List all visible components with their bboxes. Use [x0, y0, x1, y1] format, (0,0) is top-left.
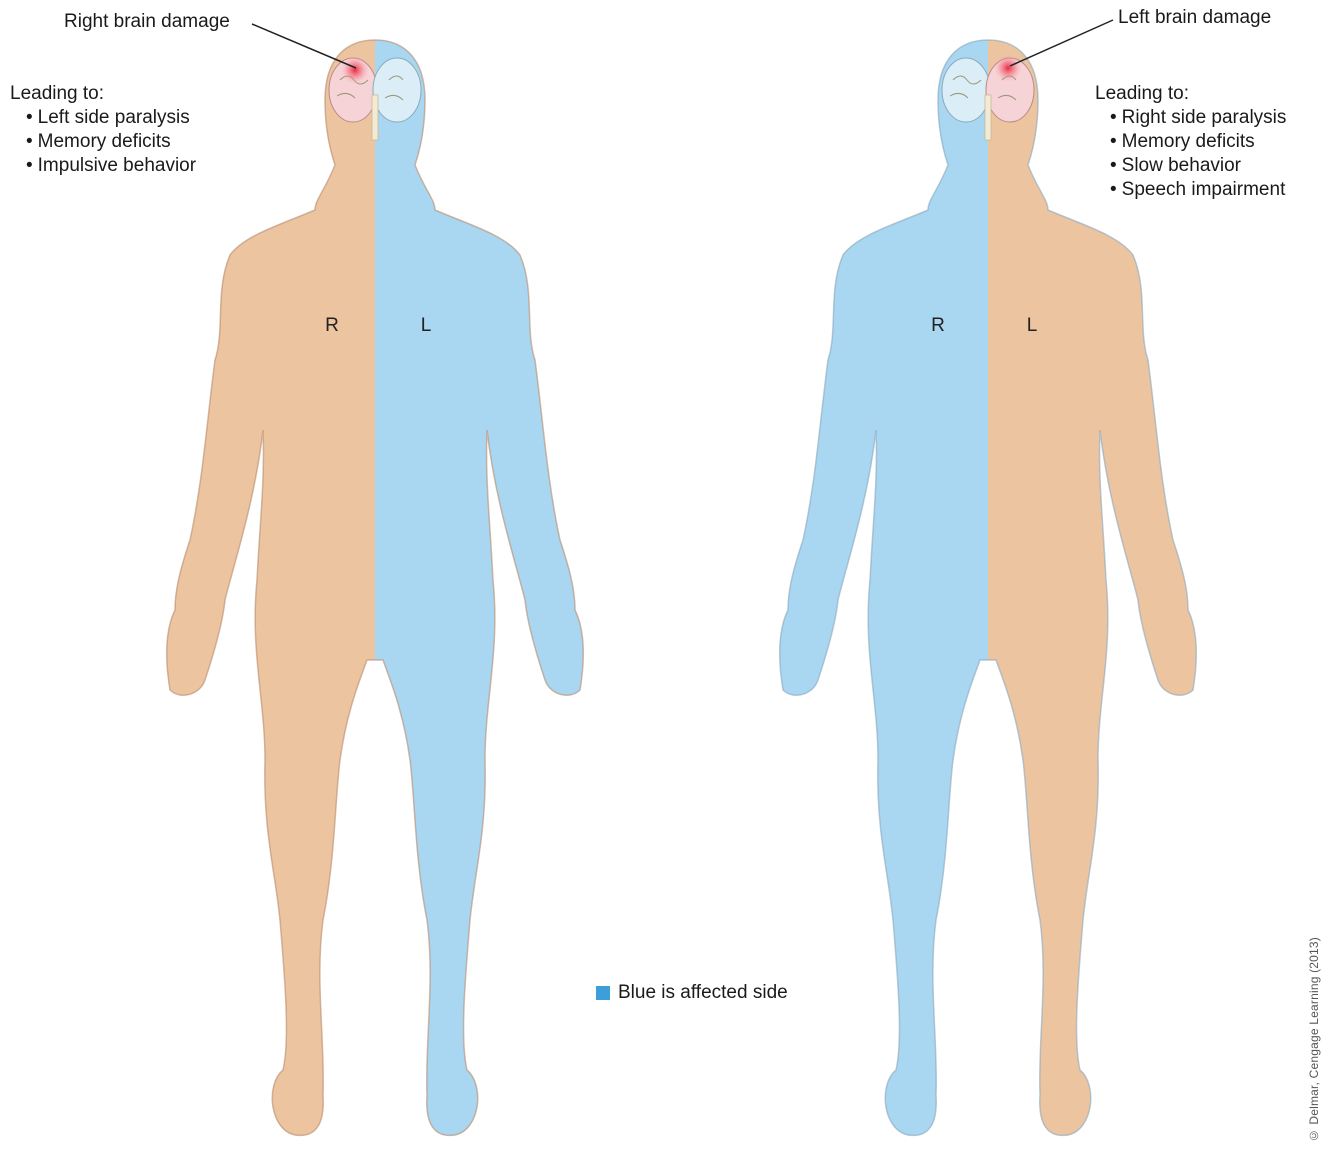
list-item: Impulsive behavior — [26, 154, 196, 178]
list-item: Left side paralysis — [26, 106, 196, 130]
list-item: Slow behavior — [1110, 154, 1286, 178]
right-body-figure — [780, 40, 1197, 1135]
left-figure-r-label: R — [325, 315, 339, 336]
left-effects-list: Left side paralysis Memory deficits Impu… — [26, 106, 196, 178]
list-item: Right side paralysis — [1110, 106, 1286, 130]
left-callout-title: Right brain damage — [64, 10, 230, 34]
legend: Blue is affected side — [596, 982, 788, 1004]
right-leading-to: Leading to: — [1095, 82, 1189, 106]
right-callout-line — [1010, 20, 1113, 66]
list-item: Memory deficits — [1110, 130, 1286, 154]
right-figure-unaffected-half — [780, 40, 1197, 1135]
left-figure-l-label: L — [421, 315, 432, 336]
list-item: Speech impairment — [1110, 178, 1286, 202]
left-callout-line — [252, 24, 356, 68]
copyright-notice: © Delmar, Cengage Learning (2013) — [1307, 937, 1321, 1142]
right-figure-r-label: R — [931, 315, 945, 336]
right-effects-list: Right side paralysis Memory deficits Slo… — [1110, 106, 1286, 202]
right-callout-title: Left brain damage — [1118, 6, 1271, 30]
right-figure-l-label: L — [1027, 315, 1038, 336]
legend-text: Blue is affected side — [618, 982, 788, 1004]
list-item: Memory deficits — [26, 130, 196, 154]
left-figure-affected-half — [167, 40, 584, 1135]
lesion-marker-right-hemisphere — [341, 56, 369, 84]
left-leading-to: Leading to: — [10, 82, 104, 106]
legend-swatch — [596, 986, 610, 1000]
left-body-figure — [167, 40, 584, 1135]
lesion-marker-left-hemisphere — [994, 54, 1022, 82]
